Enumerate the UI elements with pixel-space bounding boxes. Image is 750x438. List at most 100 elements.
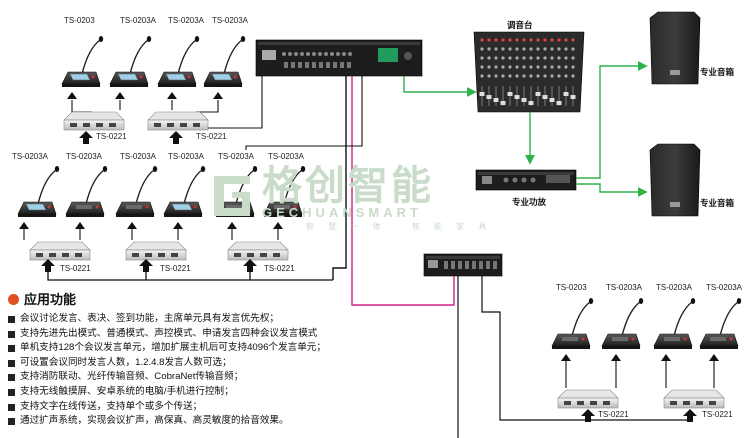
host-green-panel [378, 48, 398, 62]
rack-top [478, 172, 574, 175]
feature-item: 单机支持128个会议发言单元，增加扩展主机后可支持4096个发言单元； [8, 341, 326, 356]
splitter-box [227, 241, 289, 261]
mixer-knob [494, 65, 498, 69]
up-arrow-icon [127, 222, 137, 229]
splitter-port [273, 253, 280, 257]
up-arrow-icon [227, 222, 237, 229]
delegate-unit-label: TS-0203A [706, 283, 743, 292]
splitter-top [125, 241, 187, 251]
mixer-knob [571, 38, 575, 42]
square-bullet-icon [8, 345, 15, 353]
host-knob [282, 52, 286, 56]
unit-screen [25, 203, 47, 211]
conference-unit [653, 298, 696, 349]
mixer-knob [508, 56, 512, 60]
mic-head [240, 36, 246, 42]
mixer-knob [487, 38, 491, 42]
conference-unit [263, 166, 306, 217]
fat-arrow-icon [79, 131, 93, 144]
mixer-knob [529, 56, 533, 60]
rack-body [423, 253, 503, 277]
gooseneck [719, 301, 739, 337]
unit-led [729, 337, 733, 341]
mixer-knob [529, 65, 533, 69]
delegate-unit-label: TS-0203A [656, 283, 693, 292]
bullet-dot-icon [8, 294, 19, 305]
delegate-unit-label: TS-0203A [218, 152, 255, 161]
unit-panel [664, 337, 680, 341]
splitter-label: TS-0221 [160, 264, 191, 273]
conference-unit [17, 166, 60, 217]
splitter-box [147, 111, 209, 131]
host-knob [312, 52, 316, 56]
conference-unit [551, 298, 594, 349]
speaker-badge-plate [670, 202, 680, 207]
unit-foot [654, 346, 692, 349]
unit-panel [76, 205, 92, 209]
mixer-fader-track [551, 86, 553, 106]
unit-screen [211, 73, 233, 81]
splitter-port [234, 253, 241, 257]
mixer-knob [564, 56, 568, 60]
host-port [305, 62, 309, 68]
up-arrow-icon [561, 354, 571, 361]
splitter-label: TS-0221 [598, 410, 629, 419]
ext-port [479, 261, 483, 269]
feature-item: 会议讨论发言、表决、签到功能，主席单元具有发言优先权； [8, 312, 326, 327]
unit-led [91, 75, 95, 79]
splitter-port [260, 253, 267, 257]
mixer-knob [564, 74, 568, 78]
feature-item: 支持先进先出模式、普通模式、声控模式、申请发言四种会议发言模式 [8, 327, 326, 342]
unit-led [193, 205, 197, 209]
splitter-box [125, 241, 187, 261]
mic-head [102, 166, 108, 172]
mixer-fader [563, 92, 569, 96]
conference-unit [65, 166, 108, 217]
unit-foot [700, 346, 738, 349]
mixer-knob [508, 47, 512, 51]
mic-head [638, 298, 644, 304]
square-bullet-icon [8, 316, 15, 323]
square-bullet-icon [8, 388, 15, 396]
mixer-knob [494, 47, 498, 51]
mixer-knob [501, 47, 505, 51]
fat-arrow-icon [683, 409, 697, 422]
mic-head [690, 298, 696, 304]
amplifier-device [475, 169, 577, 191]
mixer-fader [479, 92, 485, 96]
delegate-unit-label: TS-0203A [120, 16, 157, 25]
splitter-body [147, 119, 209, 131]
mixer-knob [515, 56, 519, 60]
mixer-knob [501, 74, 505, 78]
up-arrow-icon [213, 92, 223, 99]
mic-head [54, 166, 60, 172]
conference-unit [699, 298, 742, 349]
mixer-knob [543, 47, 547, 51]
ext-display [428, 260, 438, 268]
mixer-knob [494, 56, 498, 60]
mixer-fader [528, 101, 534, 105]
splitter-port [171, 253, 178, 257]
amp-logo-plate [546, 175, 570, 183]
host-knob [348, 52, 352, 56]
speaker-body [649, 143, 701, 217]
chairman-unit-label: TS-0203 [556, 283, 587, 292]
feature-text: 通过扩声系统，实现会议扩声，高保真、高灵敏度的拾音效果。 [20, 415, 289, 427]
mixer-knob [487, 56, 491, 60]
mixer-knob [543, 65, 547, 69]
mixer-fader [500, 101, 506, 105]
mixer-knob [550, 38, 554, 42]
fat-arrow-icon [41, 259, 55, 272]
mixer-knob [480, 65, 484, 69]
splitter-port [180, 123, 187, 127]
line-amp-to-speaker-bottom [576, 183, 648, 197]
speaker-label: 专业音箱 [700, 198, 735, 208]
splitter-top [227, 241, 289, 251]
unit-foot [552, 346, 590, 349]
unit-foot [204, 84, 242, 87]
square-bullet-icon [8, 374, 15, 382]
splitter-top [63, 111, 125, 121]
amp-knob [521, 177, 527, 183]
feature-item: 可设置会议同时发言人数，1.2.4.8发言人数可选； [8, 356, 326, 371]
